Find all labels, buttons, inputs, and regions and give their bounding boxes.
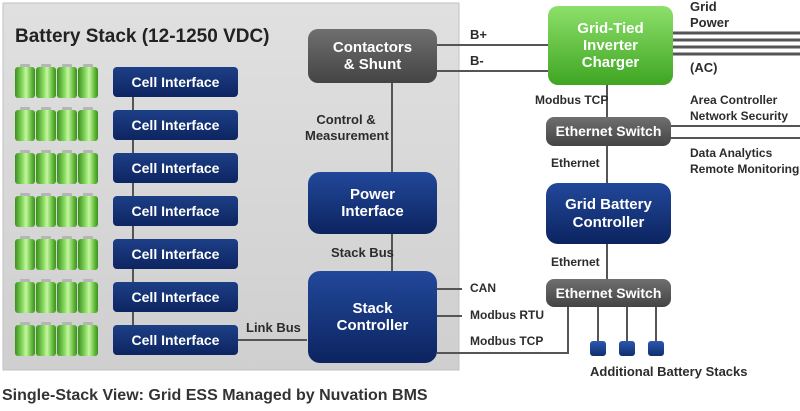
diagram-caption: Single-Stack View: Grid ESS Managed by N… (2, 387, 428, 404)
battery-cell (36, 64, 56, 98)
modbus-tcp-bottom-label: Modbus TCP (470, 334, 544, 348)
cell-interface-box: Cell Interface (113, 153, 238, 183)
ethernet-switch-bottom-label: Ethernet Switch (555, 284, 662, 301)
cell-interface-label: Cell Interface (131, 73, 220, 90)
battery-cell (78, 150, 98, 184)
battery-cell (15, 193, 35, 227)
cell-interface-box: Cell Interface (113, 110, 238, 140)
battery-cell (15, 279, 35, 313)
cell-interface-label: Cell Interface (131, 159, 220, 176)
battery-cell (78, 322, 98, 356)
battery-cell (78, 236, 98, 270)
battery-cell (57, 236, 77, 270)
battery-cell (15, 64, 35, 98)
cell-interface-label: Cell Interface (131, 331, 220, 348)
battery-cell (15, 322, 35, 356)
battery-cell (78, 64, 98, 98)
battery-cell (15, 150, 35, 184)
power-interface-box: Power Interface (308, 172, 437, 234)
modbus-rtu-label: Modbus RTU (470, 308, 544, 322)
battery-cell (36, 322, 56, 356)
contactors-shunt-box: Contactors & Shunt (308, 29, 437, 83)
stack-bus-label: Stack Bus (331, 245, 394, 260)
battery-cell (57, 150, 77, 184)
battery-cell (57, 107, 77, 141)
battery-cell (36, 279, 56, 313)
grid-battery-controller-label: Grid Battery Controller (565, 196, 652, 231)
ethernet-switch-top-box: Ethernet Switch (546, 117, 671, 146)
control-measurement-label: Control & Measurement (305, 112, 389, 144)
battery-cell (78, 279, 98, 313)
battery-stack-title: Battery Stack (12-1250 VDC) (15, 26, 270, 47)
battery-cell (36, 236, 56, 270)
modbus-tcp-bottom-line (437, 307, 569, 354)
ac-label: (AC) (690, 60, 718, 75)
cell-interface-box: Cell Interface (113, 282, 238, 312)
cell-interface-label: Cell Interface (131, 202, 220, 219)
battery-cell (57, 193, 77, 227)
battery-cell (36, 107, 56, 141)
b-minus-label: B- (470, 53, 484, 68)
b-plus-label: B+ (470, 27, 487, 42)
battery-cell (57, 64, 77, 98)
cell-interface-box: Cell Interface (113, 239, 238, 269)
battery-cell (78, 107, 98, 141)
battery-cell (15, 236, 35, 270)
additional-stack-port-3 (648, 341, 664, 356)
inverter-charger-box: Grid-Tied Inverter Charger (548, 6, 673, 85)
ethernet-label-top: Ethernet (551, 156, 600, 170)
cell-interface-label: Cell Interface (131, 288, 220, 305)
cell-interface-box: Cell Interface (113, 325, 238, 355)
area-controller-label: Area Controller Network Security (690, 93, 789, 123)
stack-controller-box: Stack Controller (308, 271, 437, 363)
battery-cell (36, 150, 56, 184)
additional-stack-port-2 (619, 341, 635, 356)
cell-interface-box: Cell Interface (113, 196, 238, 226)
can-label: CAN (470, 281, 496, 295)
battery-cell (36, 193, 56, 227)
power-interface-label: Power Interface (341, 185, 404, 220)
cell-interface-label: Cell Interface (131, 245, 220, 262)
data-analytics-label: Data Analytics Remote Monitoring (690, 146, 800, 176)
modbus-tcp-top-label: Modbus TCP (535, 93, 609, 107)
contactors-shunt-label: Contactors & Shunt (332, 38, 413, 73)
grid-battery-controller-box: Grid Battery Controller (546, 183, 671, 244)
grid-power-label: Grid Power (690, 0, 730, 31)
battery-cell (15, 107, 35, 141)
cell-interface-label: Cell Interface (131, 116, 220, 133)
battery-cell (57, 279, 77, 313)
link-bus-label: Link Bus (246, 320, 301, 335)
ethernet-switch-top-label: Ethernet Switch (555, 123, 662, 140)
battery-cell (57, 322, 77, 356)
ethernet-switch-bottom-box: Ethernet Switch (546, 279, 671, 307)
additional-stacks-label: Additional Battery Stacks (590, 364, 748, 379)
inverter-charger-label: Grid-Tied Inverter Charger (577, 19, 644, 72)
battery-cell (78, 193, 98, 227)
additional-stack-port-1 (590, 341, 606, 356)
ethernet-label-bottom: Ethernet (551, 255, 600, 269)
cell-interface-box: Cell Interface (113, 67, 238, 97)
stack-controller-label: Stack Controller (336, 299, 409, 334)
